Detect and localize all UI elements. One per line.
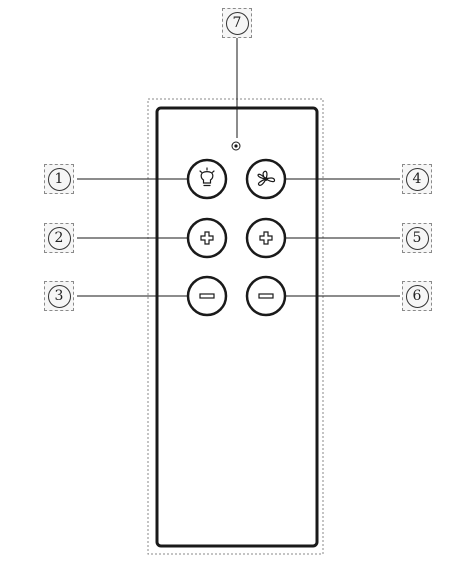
callout-4-number: 4 [405, 167, 429, 191]
fan-button[interactable] [245, 158, 287, 200]
callout-5: 5 [402, 223, 432, 253]
indicator-light [231, 141, 241, 151]
callout-1-number: 1 [47, 167, 71, 191]
fan-plus-button[interactable] [245, 217, 287, 259]
callout-2-number: 2 [47, 226, 71, 250]
callout-1: 1 [44, 164, 74, 194]
callout-2: 2 [44, 223, 74, 253]
light-minus-button[interactable] [186, 275, 228, 317]
callout-6-number: 6 [405, 284, 429, 308]
fan-minus-button[interactable] [245, 275, 287, 317]
minus-icon [258, 293, 274, 299]
callout-3: 3 [44, 281, 74, 311]
light-bulb-icon [199, 167, 215, 187]
callout-4: 4 [402, 164, 432, 194]
callout-5-number: 5 [405, 226, 429, 250]
callout-6: 6 [402, 281, 432, 311]
plus-icon [200, 231, 214, 245]
light-button[interactable] [186, 158, 228, 200]
light-plus-button[interactable] [186, 217, 228, 259]
remote-body [155, 106, 319, 548]
remote-dashed-frame [147, 98, 324, 555]
callout-3-number: 3 [47, 284, 71, 308]
fan-icon [257, 170, 276, 186]
minus-icon [199, 293, 215, 299]
leader-lines [77, 38, 400, 297]
plus-icon [259, 231, 273, 245]
callout-7-number: 7 [225, 11, 249, 35]
callout-7: 7 [222, 8, 252, 38]
